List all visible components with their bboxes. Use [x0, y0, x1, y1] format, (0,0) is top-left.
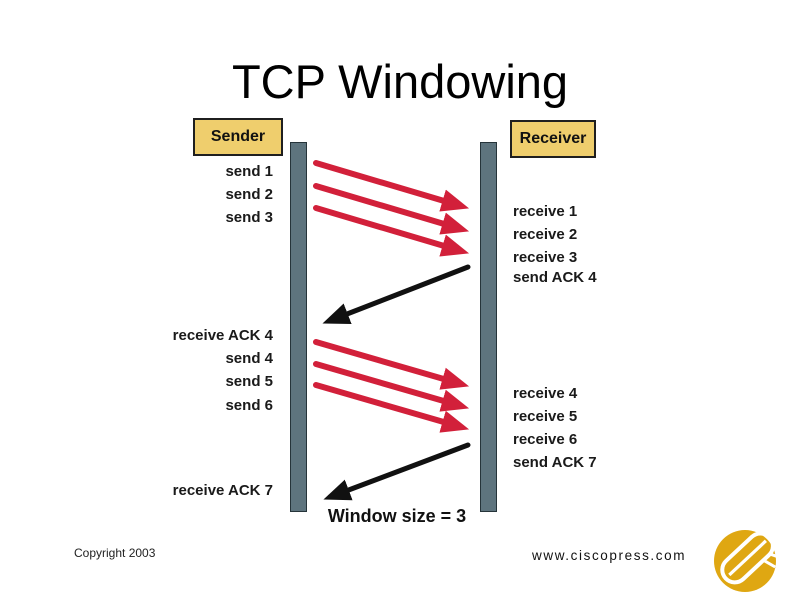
- receiver-event-label: receive 2: [513, 226, 578, 243]
- receiver-event-label: receive 5: [513, 408, 578, 425]
- sender-event-label: send 3: [225, 209, 273, 226]
- sender-box: Sender: [193, 118, 283, 156]
- send-arrow-3: [313, 205, 470, 257]
- receiver-event-label: receive 4: [513, 385, 578, 402]
- sender-timeline-bar: [290, 142, 307, 512]
- receiver-event-label: receive 3: [513, 249, 578, 266]
- sender-event-label: send 2: [225, 186, 273, 203]
- ciscopress-scroll-logo-icon: [714, 530, 783, 592]
- send-arrow-1: [313, 160, 470, 212]
- copyright-text: Copyright 2003: [74, 546, 156, 560]
- sender-event-label: receive ACK 4: [172, 327, 273, 344]
- ack-arrow-7: [323, 442, 471, 501]
- receiver-box-label: Receiver: [519, 130, 587, 147]
- send-arrow-2: [313, 183, 470, 235]
- sender-event-label: send 5: [225, 373, 273, 390]
- receiver-event-label: send ACK 7: [513, 454, 597, 471]
- sender-box-label: Sender: [210, 128, 266, 145]
- page-title: TCP Windowing: [231, 55, 569, 108]
- receiver-timeline-bar: [480, 142, 497, 512]
- send-arrow-6: [313, 382, 470, 433]
- receiver-box: Receiver: [510, 120, 596, 158]
- send-arrow-4: [313, 339, 470, 390]
- receiver-event-label: send ACK 4: [513, 269, 597, 286]
- sender-event-label: receive ACK 7: [172, 482, 273, 499]
- sender-event-label: send 1: [225, 163, 273, 180]
- ack-arrow-4: [322, 264, 471, 325]
- sender-event-label: send 4: [225, 350, 273, 367]
- receiver-event-label: receive 1: [513, 203, 578, 220]
- receiver-event-label: receive 6: [513, 431, 578, 448]
- send-arrow-5: [313, 361, 470, 412]
- window-size-label: Window size = 3: [327, 506, 467, 526]
- website-text: www.ciscopress.com: [532, 548, 687, 563]
- sender-event-label: send 6: [225, 397, 273, 414]
